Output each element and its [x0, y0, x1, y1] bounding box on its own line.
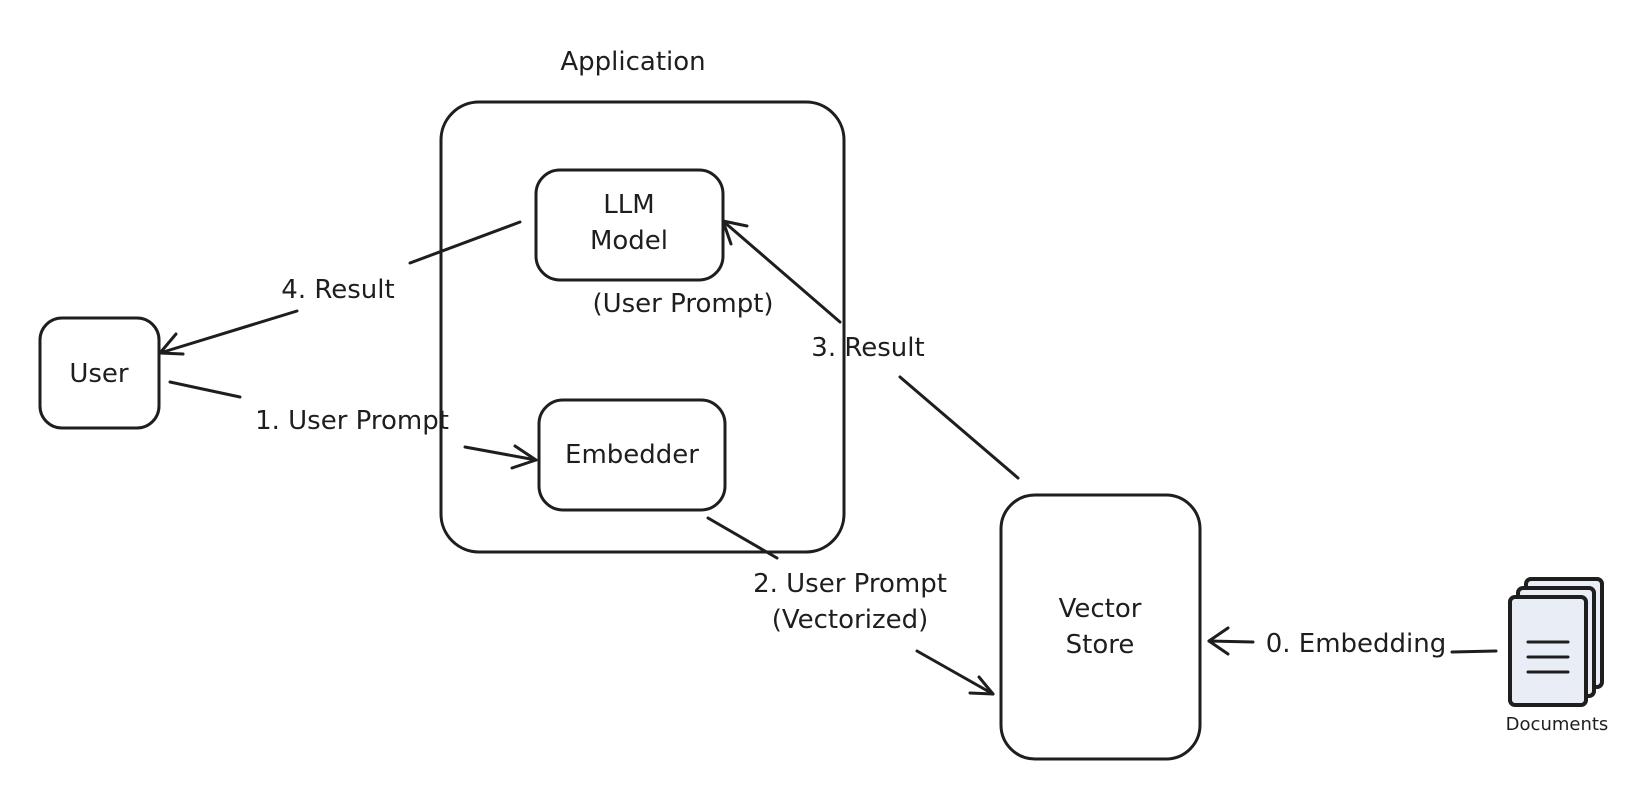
edge-vectorized-prompt-line-a — [706, 516, 779, 560]
edge-embedding: 0. Embedding — [1207, 626, 1498, 659]
edge-result-to-llm-arrowhead — [721, 219, 749, 246]
edge-user-prompt-line-a — [168, 380, 242, 399]
edge-user-prompt-line-b — [463, 445, 538, 462]
edge-embedding-arrowhead — [1207, 626, 1230, 656]
documents-label: Documents — [1506, 714, 1609, 735]
llm-model-box[interactable] — [534, 168, 725, 282]
edge-result-to-llm-label: 3. Result — [811, 333, 924, 363]
document-sheet-front — [1508, 595, 1588, 707]
edge-vectorized-prompt: 2. User Prompt (Vectorized) — [706, 516, 995, 696]
llm-model-node[interactable]: LLM Model — [534, 168, 725, 282]
edge-result-to-user-label: 4. Result — [281, 275, 394, 305]
llm-model-label-line1: LLM — [603, 190, 654, 220]
documents-stack-icon[interactable] — [1508, 577, 1604, 707]
embedder-node[interactable]: Embedder — [537, 398, 727, 512]
user-box[interactable] — [38, 316, 161, 430]
edge-user-prompt-label: 1. User Prompt — [255, 406, 449, 436]
edge-vectorized-prompt-label-line1: 2. User Prompt — [753, 569, 947, 599]
vector-store-label-line1: Vector — [1059, 594, 1142, 624]
llm-input-note: (User Prompt) — [592, 289, 773, 319]
vector-store-node[interactable]: Vector Store — [999, 493, 1202, 761]
edge-result-to-llm-line-b — [721, 219, 842, 324]
edge-vectorized-prompt-arrowhead — [968, 675, 995, 696]
vector-store-label-line2: Store — [1066, 630, 1135, 660]
vector-store-box[interactable] — [999, 493, 1202, 761]
user-node[interactable]: User — [38, 316, 161, 430]
llm-model-label-line2: Model — [590, 226, 668, 256]
edge-result-to-user: 4. Result — [158, 220, 522, 356]
edge-vectorized-prompt-line-b — [915, 649, 995, 696]
edge-result-to-llm-line-a — [898, 375, 1020, 480]
edge-result-to-user-arrowhead — [158, 332, 185, 356]
edge-user-prompt-arrowhead — [510, 444, 538, 470]
edge-result-to-user-line-a — [408, 220, 522, 265]
documents-node[interactable]: Documents — [1506, 577, 1609, 735]
edge-embedding-label: 0. Embedding — [1266, 629, 1447, 659]
embedder-label: Embedder — [565, 440, 699, 470]
user-label: User — [69, 359, 129, 389]
edge-embedding-line-b — [1207, 639, 1255, 644]
edge-result-to-user-line-b — [158, 309, 299, 355]
embedder-box[interactable] — [537, 398, 727, 512]
edge-vectorized-prompt-label-line2: (Vectorized) — [772, 605, 929, 635]
edge-user-prompt: 1. User Prompt — [168, 380, 538, 470]
application-title: Application — [560, 47, 705, 77]
edge-embedding-line-a — [1450, 649, 1498, 654]
edge-result-to-llm: 3. Result — [721, 219, 1020, 480]
